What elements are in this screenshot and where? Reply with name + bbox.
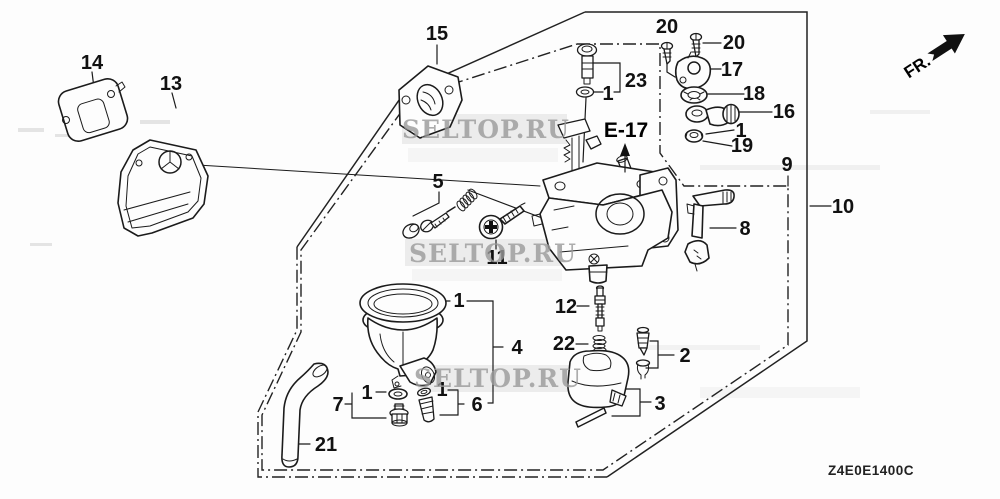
callout-6: 6 bbox=[471, 394, 482, 416]
callout-18: 18 bbox=[743, 83, 765, 105]
watermark-text-1: SELTOP.RU bbox=[402, 115, 570, 144]
callout-3: 3 bbox=[654, 393, 665, 415]
watermark-text-3: SELTOP.RU bbox=[414, 364, 582, 393]
callout-1-washer7: 1 bbox=[361, 382, 372, 404]
callout-13: 13 bbox=[160, 73, 182, 95]
e17-reference-arrow bbox=[620, 143, 630, 173]
front-direction-indicator: FR. bbox=[901, 33, 965, 82]
outer-boundary-solid bbox=[585, 11, 808, 478]
part-6-drain-screw bbox=[417, 387, 435, 423]
gasket-alignment-line bbox=[180, 163, 541, 187]
part-11-screw bbox=[478, 202, 526, 240]
callout-1-nut: 1 bbox=[735, 120, 746, 142]
callout-20a: 20 bbox=[656, 16, 678, 38]
callout-1-bowl: 1 bbox=[453, 290, 464, 312]
callout-5: 5 bbox=[432, 171, 443, 193]
callout-21: 21 bbox=[315, 434, 337, 456]
part-4-float-chamber bbox=[359, 283, 447, 389]
part-22-spring bbox=[592, 335, 607, 357]
part-5-pilot-screw-set bbox=[402, 188, 478, 239]
diagram-code: Z4E0E1400C bbox=[828, 463, 914, 478]
callout-14: 14 bbox=[81, 52, 104, 74]
part-3-float bbox=[567, 349, 630, 428]
callout-16: 16 bbox=[773, 101, 795, 123]
callout-1-washer6: 1 bbox=[436, 379, 447, 401]
inner-boundary bbox=[261, 43, 789, 471]
fr-arrow-icon bbox=[927, 33, 965, 62]
part-16-choke-arm bbox=[685, 103, 740, 127]
callout-2: 2 bbox=[679, 345, 690, 367]
carburetor-body bbox=[531, 118, 679, 284]
callout-7: 7 bbox=[332, 394, 343, 416]
callout-12: 12 bbox=[555, 296, 577, 318]
callout-8: 8 bbox=[739, 218, 750, 240]
callout-17: 17 bbox=[721, 59, 743, 81]
callout-9: 9 bbox=[781, 154, 792, 176]
fr-label: FR. bbox=[901, 51, 934, 82]
part-18-washer bbox=[680, 86, 708, 104]
watermark-text-2: SELTOP.RU bbox=[409, 239, 577, 268]
callout-23: 23 bbox=[625, 70, 647, 92]
part-19-nut bbox=[684, 129, 704, 143]
callout-10: 10 bbox=[832, 196, 854, 218]
part-23-drain-screw bbox=[575, 43, 598, 98]
part-21-tube bbox=[281, 362, 329, 468]
part-20-screw-b bbox=[689, 32, 703, 58]
part-15-insulator bbox=[398, 65, 463, 139]
watermarks: SELTOP.RU SELTOP.RU SELTOP.RU bbox=[402, 115, 582, 393]
callout-22: 22 bbox=[553, 333, 575, 355]
part-2-float-valve bbox=[635, 326, 651, 380]
part-13-cover bbox=[117, 139, 209, 237]
part-8-lever bbox=[684, 189, 735, 272]
callout-15: 15 bbox=[426, 23, 448, 45]
e17-reference-label: E-17 bbox=[604, 119, 648, 142]
part-12-nozzle bbox=[594, 285, 606, 332]
scan-noise bbox=[18, 110, 930, 350]
float-pin bbox=[575, 407, 607, 428]
callout-11: 11 bbox=[486, 247, 507, 269]
part-20-screw-a bbox=[660, 41, 674, 65]
part-14-gasket bbox=[57, 78, 129, 142]
outer-boundary-chain bbox=[257, 247, 607, 478]
part-7-drain-bolt bbox=[388, 388, 409, 427]
callout-4: 4 bbox=[511, 337, 523, 359]
callout-20b: 20 bbox=[723, 32, 745, 54]
part-1-oring bbox=[575, 86, 595, 98]
part-17-cam-plate bbox=[674, 51, 712, 90]
watermark-bands bbox=[402, 114, 860, 398]
callout-1-oring: 1 bbox=[602, 83, 613, 105]
callout-19: 19 bbox=[731, 135, 753, 157]
